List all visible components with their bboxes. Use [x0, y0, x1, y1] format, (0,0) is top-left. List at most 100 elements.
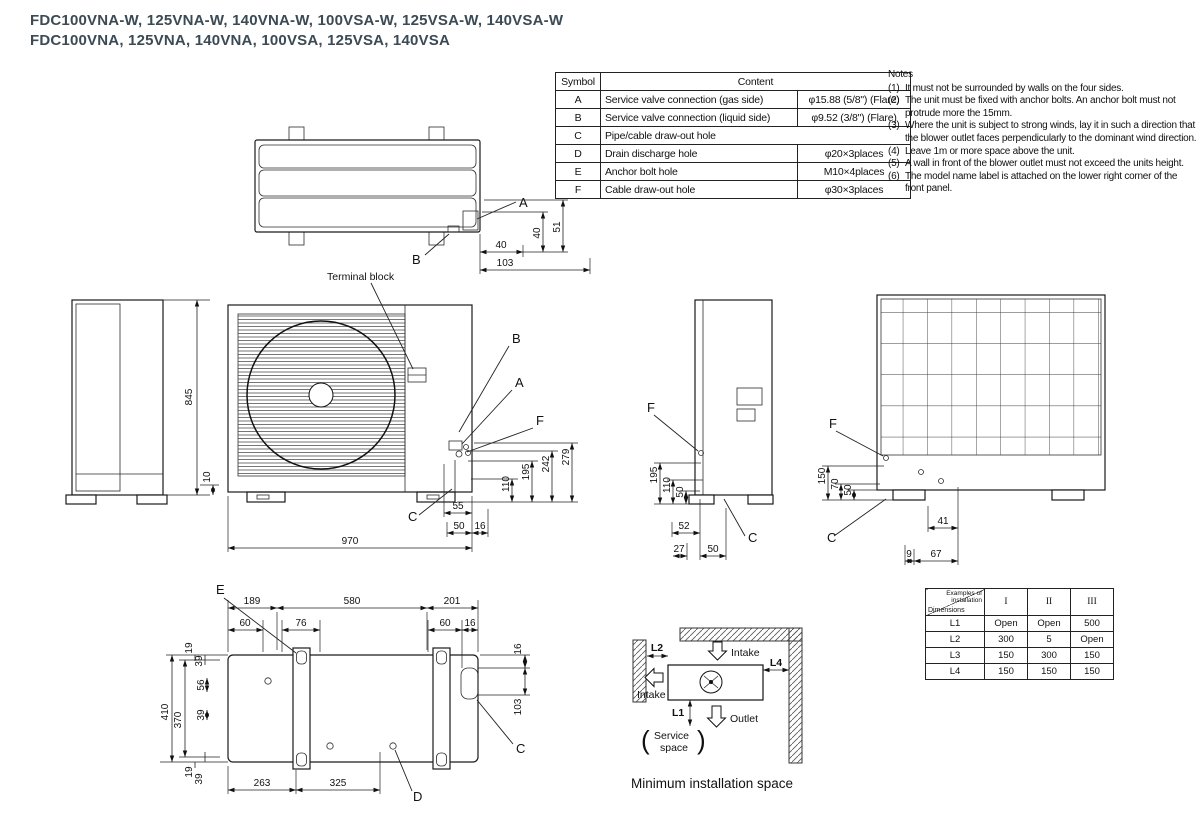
back-view-drawing: F C 150 70 50 41 9 — [817, 294, 1106, 565]
spec-cell: M10×4places — [797, 162, 911, 181]
intake-top-label: Intake — [731, 647, 760, 659]
spec-cell: φ30×3places — [797, 180, 911, 199]
dim-279: 279 — [561, 448, 572, 465]
dim-50: 50 — [453, 521, 465, 532]
label-a: A — [515, 375, 524, 390]
corner-dimensions-label: Dimensions — [928, 607, 965, 614]
foot — [246, 491, 286, 503]
label-b: B — [512, 331, 521, 346]
foot — [892, 489, 926, 501]
fan-opening — [246, 320, 396, 470]
dim-150: 150 — [817, 467, 828, 484]
note-text: A wall in front of the blower outlet mus… — [905, 158, 1184, 170]
note-item-3: (3) Where the unit is subject to strong … — [888, 120, 1198, 145]
note-number: (3) — [888, 120, 900, 132]
intake-arrow-top — [707, 641, 728, 661]
label-f: F — [536, 413, 544, 428]
dim-201: 201 — [444, 596, 461, 607]
bottom-view-dimensions: 189 580 201 60 76 60 16 — [160, 596, 530, 794]
dim-195: 195 — [521, 463, 532, 480]
valve-detail — [448, 440, 463, 451]
back-view-dimensions: 150 70 50 41 9 67 — [817, 465, 959, 565]
bottom-view-drawing: E D C 189 580 201 — [160, 582, 530, 804]
dim-242: 242 — [541, 455, 552, 472]
label-c: C — [408, 509, 417, 524]
symbol-row-e: E Anchor bolt hole M10×4places — [555, 162, 911, 181]
symbol-row-b: B Service valve connection (liquid side)… — [555, 108, 911, 127]
heat-exchanger-grid — [880, 298, 1102, 456]
anchor-slot — [426, 494, 440, 500]
note-number: (5) — [888, 158, 900, 170]
note-text: Where the unit is subject to strong wind… — [905, 120, 1197, 144]
dim-370: 370 — [173, 711, 184, 728]
note-number: (2) — [888, 95, 900, 107]
fan-center — [709, 680, 713, 684]
note-item-5: (5) A wall in front of the blower outlet… — [888, 158, 1198, 171]
anchor-bolt-hole — [436, 752, 447, 767]
side-view-dimensions: 195 110 50 52 27 50 — [649, 462, 727, 560]
dim-16a: 16 — [464, 618, 476, 629]
note-text: It must not be surrounded by walls on th… — [905, 82, 1124, 94]
intake-side-label: Intake — [637, 689, 666, 701]
desc-cell: Anchor bolt hole — [600, 162, 798, 181]
foot — [136, 494, 168, 505]
pipe-draw-out-hole — [460, 667, 479, 700]
dim-325: 325 — [330, 778, 347, 789]
dim-60b: 60 — [439, 618, 451, 629]
dim-41: 41 — [937, 516, 949, 527]
service-paren-close: ) — [697, 725, 706, 755]
panel-detail — [736, 387, 763, 406]
table-row-l3: L3 150 300 150 — [925, 647, 1114, 664]
foot — [288, 231, 305, 246]
foot — [1051, 489, 1085, 501]
top-view-drawing: A B 40 103 40 51 — [254, 126, 591, 274]
dim-l1: L1 — [672, 707, 684, 719]
dim-19a: 19 — [184, 642, 195, 654]
drain-hole — [326, 742, 334, 750]
anchor-slot — [256, 494, 270, 500]
gas-valve-detail — [462, 210, 479, 231]
desc-cell: Cable draw-out hole — [600, 180, 798, 199]
installation-table-corner: Examples of installation Dimensions — [925, 588, 985, 616]
symbol-row-f: F Cable draw-out hole φ30×3places — [555, 180, 911, 199]
foot — [747, 494, 774, 505]
label-a: A — [519, 195, 528, 210]
foot — [688, 494, 715, 505]
front-view-drawing: Terminal block B A F C 110 195 242 — [227, 271, 578, 552]
symbol-table-header-row: Symbol Content — [555, 72, 911, 91]
foot — [65, 494, 97, 505]
service-space-label-2: space — [660, 742, 688, 754]
installation-space-diagram: L2 Intake L4 Intake L1 Outlet ( ) Servic… — [631, 627, 803, 791]
symbol-table: Symbol Content A Service valve connectio… — [555, 72, 911, 199]
note-number: (1) — [888, 82, 900, 94]
dim-70: 70 — [830, 478, 841, 490]
side-view-body — [694, 299, 773, 496]
symbol-cell: F — [555, 180, 601, 199]
side-louvre-grille — [75, 303, 121, 492]
cable-hole — [465, 450, 471, 456]
dim-l2: L2 — [651, 642, 663, 654]
label-f: F — [647, 400, 655, 415]
note-text: Leave 1m or more space above the unit. — [905, 145, 1075, 157]
value-cell: 150 — [984, 663, 1028, 680]
value-cell: 150 — [1070, 647, 1114, 664]
cable-hole — [938, 478, 944, 484]
corner-examples-label: Examples of installation — [946, 590, 982, 604]
foot — [428, 126, 445, 141]
fan-hub — [308, 382, 334, 408]
dim-76: 76 — [295, 618, 307, 629]
model-title-line2: FDC100VNA, 125VNA, 140VNA, 100VSA, 125VS… — [30, 32, 451, 49]
notes-heading: Notes — [888, 69, 913, 80]
terminal-block-label: Terminal block — [327, 271, 395, 283]
dim-103: 103 — [513, 698, 524, 715]
anchor-bolt-hole — [296, 752, 307, 767]
drain-hole — [264, 677, 272, 685]
dim-39a: 39 — [194, 655, 205, 667]
value-cell: 150 — [1070, 663, 1114, 680]
dim-580: 580 — [344, 596, 361, 607]
spec-cell: φ20×3places — [797, 144, 911, 163]
dim-67: 67 — [930, 549, 942, 560]
col-header-3: III — [1070, 588, 1114, 616]
installation-table: Examples of installation Dimensions I II… — [925, 588, 1114, 680]
